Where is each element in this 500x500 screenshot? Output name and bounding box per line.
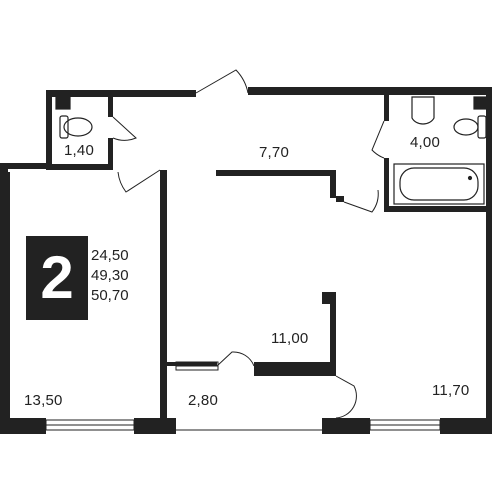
rooms-count: 2 [40, 244, 74, 311]
rooms-count-box [26, 236, 88, 320]
room-area-room-left: 13,50 [24, 392, 63, 409]
area-summary: 24,50 49,30 50,70 [91, 246, 129, 306]
room-area-room-right: 11,70 [432, 382, 470, 399]
room-area-loggia: 2,80 [188, 392, 218, 409]
room-area-hall: 7,70 [259, 144, 289, 161]
wc-fixtures [55, 96, 93, 139]
walls [0, 87, 492, 434]
room-area-wc: 1,40 [64, 142, 94, 159]
room-area-kitchen: 11,00 [271, 330, 309, 347]
vents [322, 292, 330, 304]
area-total: 49,30 [91, 267, 129, 284]
area-total-with-loggia: 50,70 [91, 287, 129, 304]
doors [112, 69, 385, 419]
room-area-bathroom: 4,00 [410, 134, 440, 151]
apartment-badge: 2 24,50 49,30 50,70 [26, 236, 150, 320]
windows [45, 361, 441, 431]
area-living: 24,50 [91, 247, 129, 264]
bath-fixtures [393, 96, 487, 205]
